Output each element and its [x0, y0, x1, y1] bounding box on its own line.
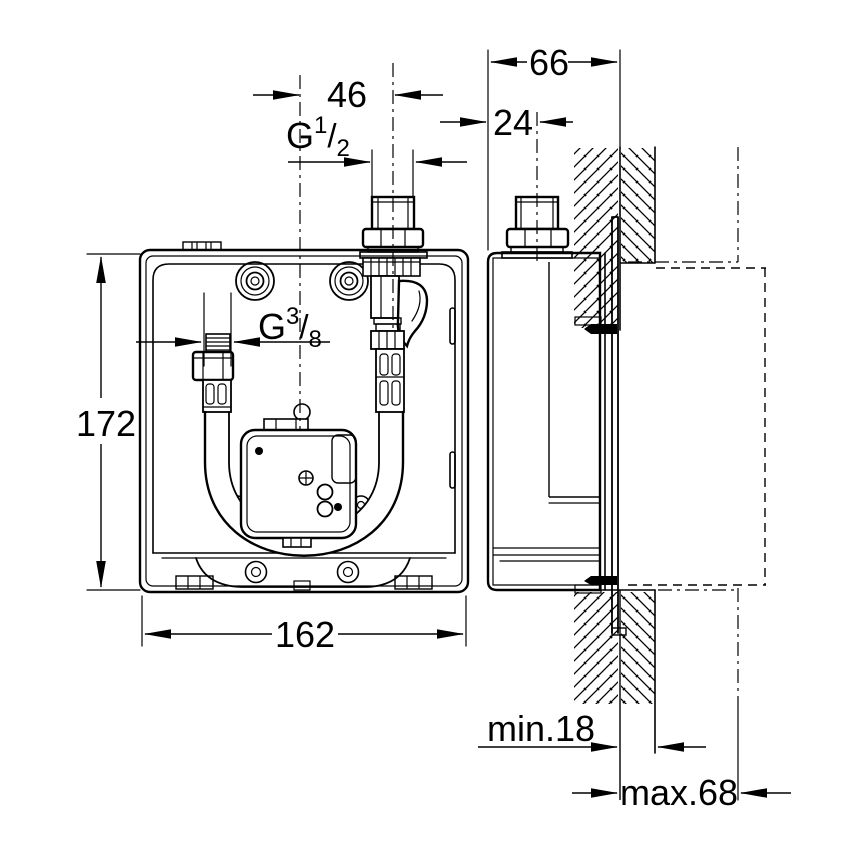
box-inner-outline: [145, 255, 463, 587]
finished-surface-centerlines: [628, 147, 739, 801]
dim-46-label: 46: [327, 74, 367, 115]
control-unit-foot: [282, 537, 312, 548]
mounting-box-front: [138, 241, 470, 594]
indicator-dot: [255, 447, 263, 455]
box-bottom-recess: [195, 557, 411, 588]
shutoff-valve: [362, 257, 429, 350]
dimensions: 46 G1/2 G3/8 172 162: [76, 42, 791, 813]
inlet-connector-g38: [191, 333, 235, 413]
side-slot-lower: [449, 451, 456, 489]
dim-24-label: 24: [493, 102, 533, 143]
front-view: [138, 195, 470, 594]
box-liner: [152, 263, 456, 554]
dim-66-label: 66: [529, 42, 569, 83]
dim-46: 46: [253, 74, 443, 115]
port-dot: [334, 503, 342, 511]
dim-24: 24: [440, 102, 573, 143]
side-slot-upper: [449, 307, 456, 345]
box-outer-outline: [138, 248, 470, 594]
dim-g38-label: G3/8: [258, 303, 322, 353]
control-unit-knob: [293, 403, 311, 421]
hose-braid-right: [375, 348, 405, 413]
dim-172-label: 172: [76, 403, 136, 444]
dim-min18: min.18: [478, 708, 706, 752]
control-unit-body: [239, 428, 358, 540]
center-screw: [298, 470, 314, 486]
dim-g38: G3/8: [136, 292, 330, 367]
top-tab: [182, 241, 222, 251]
port-lower: [316, 500, 334, 518]
control-unit-notch: [331, 434, 357, 484]
valve-body: [370, 275, 400, 319]
fixing-screw-bottom: [584, 576, 617, 585]
wall-hatch-bottom-front: [621, 592, 655, 704]
control-unit: [239, 403, 358, 548]
wall-hatch-top-front: [621, 148, 655, 263]
bottom-screw-left: [244, 560, 268, 584]
wall-hatch-top-back: [574, 148, 618, 328]
mounting-ear-right: [329, 261, 369, 301]
bottom-screw-right: [336, 560, 360, 584]
inlet-nut: [191, 350, 235, 382]
bottom-foot-right: [394, 575, 433, 590]
dim-172: 172: [76, 253, 141, 591]
wall-section: [574, 146, 766, 801]
faceplate-phantom: [628, 267, 766, 586]
dim-162-label: 162: [275, 614, 335, 655]
bottom-center-tab: [293, 580, 311, 591]
dim-max68: max.68: [572, 772, 791, 813]
dim-66: 66: [487, 42, 621, 251]
wall-hatch-bottom-back: [574, 592, 618, 704]
port-upper: [316, 483, 334, 501]
dim-max68-label: max.68: [620, 772, 738, 813]
dim-g12-label: G1/2: [286, 112, 350, 162]
dim-g12: G1/2: [286, 112, 467, 197]
bottom-foot-left: [175, 575, 214, 590]
dim-162: 162: [141, 595, 467, 655]
mounting-ear-left: [235, 261, 275, 301]
inlet-thread: [205, 333, 231, 353]
dim-min18-label: min.18: [487, 708, 595, 749]
